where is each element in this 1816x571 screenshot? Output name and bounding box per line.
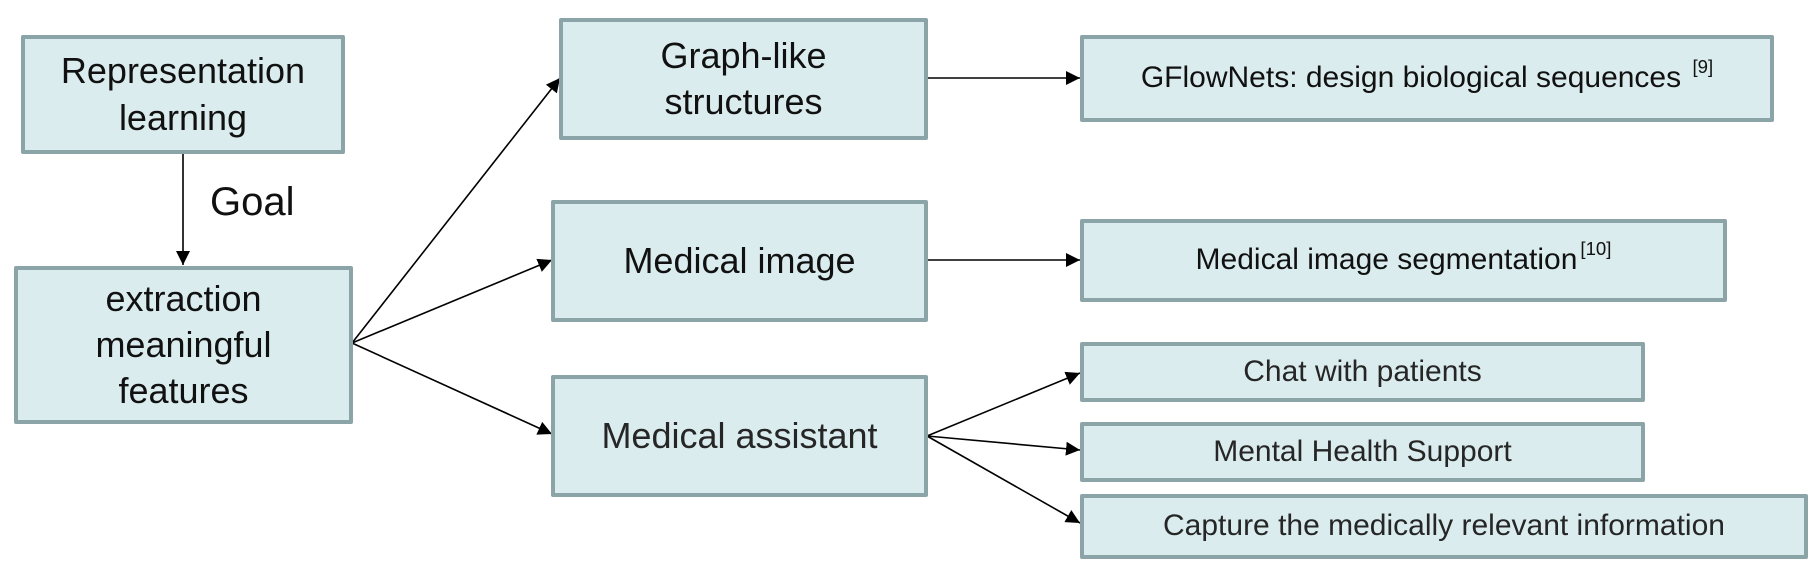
node-chat-with-patients: Chat with patients: [1080, 342, 1645, 402]
edge-extraction-to-graph-like: [351, 77, 561, 344]
node-text: Medical image segmentation: [1195, 243, 1578, 277]
node-label: Capture the medically relevant informati…: [1163, 509, 1725, 543]
node-representation-learning: Representation learning: [21, 35, 345, 154]
node-medical-image-segmentation: Medical image segmentation[10]: [1080, 219, 1727, 302]
node-label: Mental Health Support: [1213, 434, 1512, 468]
node-label: Medical assistant: [601, 414, 878, 456]
node-label: GFlowNets: design biological sequences […: [1140, 56, 1714, 97]
node-label: Representation learning: [60, 50, 306, 138]
node-gflownets: GFlowNets: design biological sequences […: [1080, 35, 1774, 122]
edge-label-goal: Goal: [210, 180, 295, 224]
reference-marker: [10]: [1580, 238, 1612, 260]
node-capture-medical-information: Capture the medically relevant informati…: [1080, 494, 1808, 559]
edge-assistant-to-mental: [926, 435, 1081, 456]
edge-assistant-to-chat: [926, 371, 1081, 437]
node-label: Medical image: [623, 239, 856, 281]
reference-marker: [9]: [1692, 56, 1714, 78]
node-label: Graph-like structures: [660, 34, 827, 122]
node-text: GFlowNets: design biological sequences: [1140, 61, 1682, 95]
node-label: extraction meaningful features: [95, 277, 272, 412]
edge-extraction-to-medical-image: [351, 258, 553, 344]
node-extraction-meaningful-features: extraction meaningful features: [14, 266, 353, 424]
node-label: Medical image segmentation[10]: [1195, 238, 1612, 279]
node-medical-image: Medical image: [551, 200, 928, 322]
node-label: Chat with patients: [1243, 354, 1482, 388]
node-mental-health-support: Mental Health Support: [1080, 422, 1645, 482]
edge-assistant-to-capture: [926, 435, 1081, 524]
edge-extraction-to-medical-assistant: [351, 342, 553, 435]
node-graph-like-structures: Graph-like structures: [559, 18, 928, 140]
node-medical-assistant: Medical assistant: [551, 375, 928, 497]
